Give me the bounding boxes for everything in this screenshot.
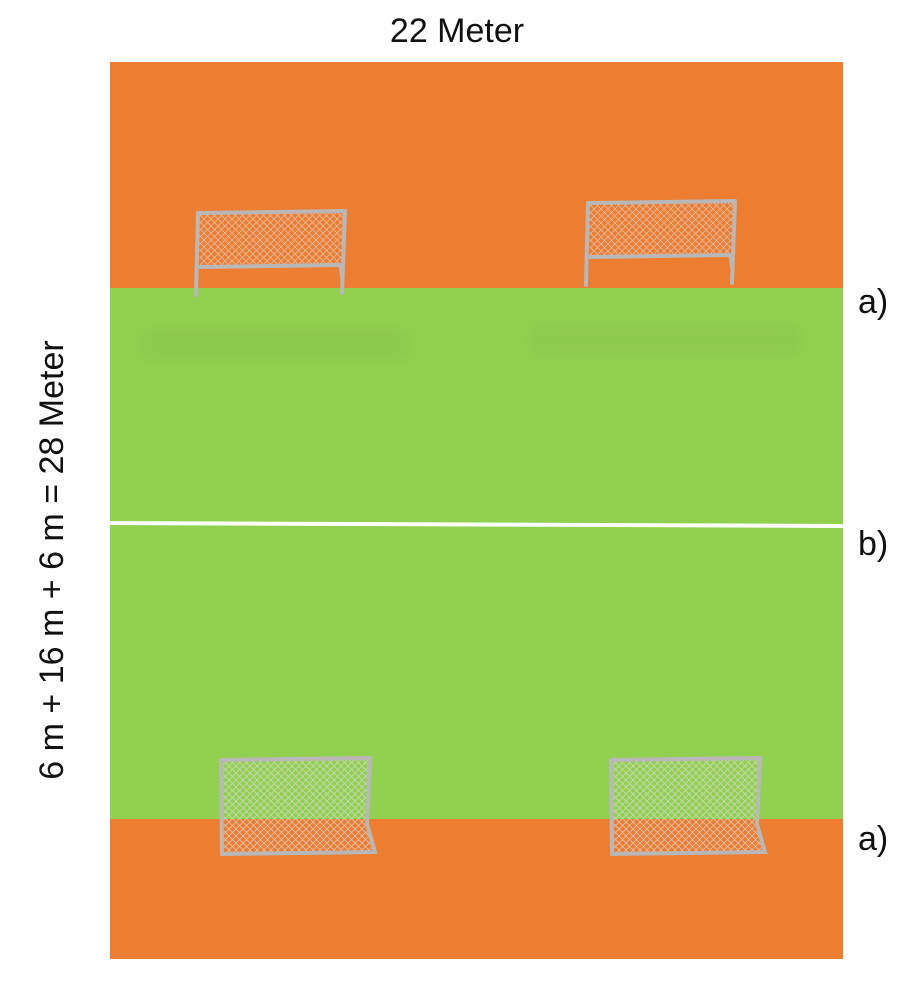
length-label: 6 m + 16 m + 6 m = 28 Meter (33, 340, 71, 780)
soccer-goal-icon (219, 756, 378, 856)
zone-label-top: a) (858, 283, 889, 321)
goal-top-left (190, 205, 350, 300)
zone-label-bottom: a) (858, 820, 889, 858)
soccer-goal-icon (609, 756, 768, 856)
center-line (110, 520, 843, 528)
goal-top-right (580, 195, 740, 290)
goal-shadow (530, 325, 800, 355)
width-label: 22 Meter (389, 12, 525, 50)
soccer-goal-icon (584, 199, 737, 287)
zone-label-center: b) (858, 525, 889, 563)
goal-bottom-right (605, 752, 770, 860)
soccer-goal-icon (194, 209, 347, 297)
goal-bottom-left (215, 752, 380, 860)
goal-shadow (140, 330, 410, 360)
playing-field (110, 288, 843, 819)
